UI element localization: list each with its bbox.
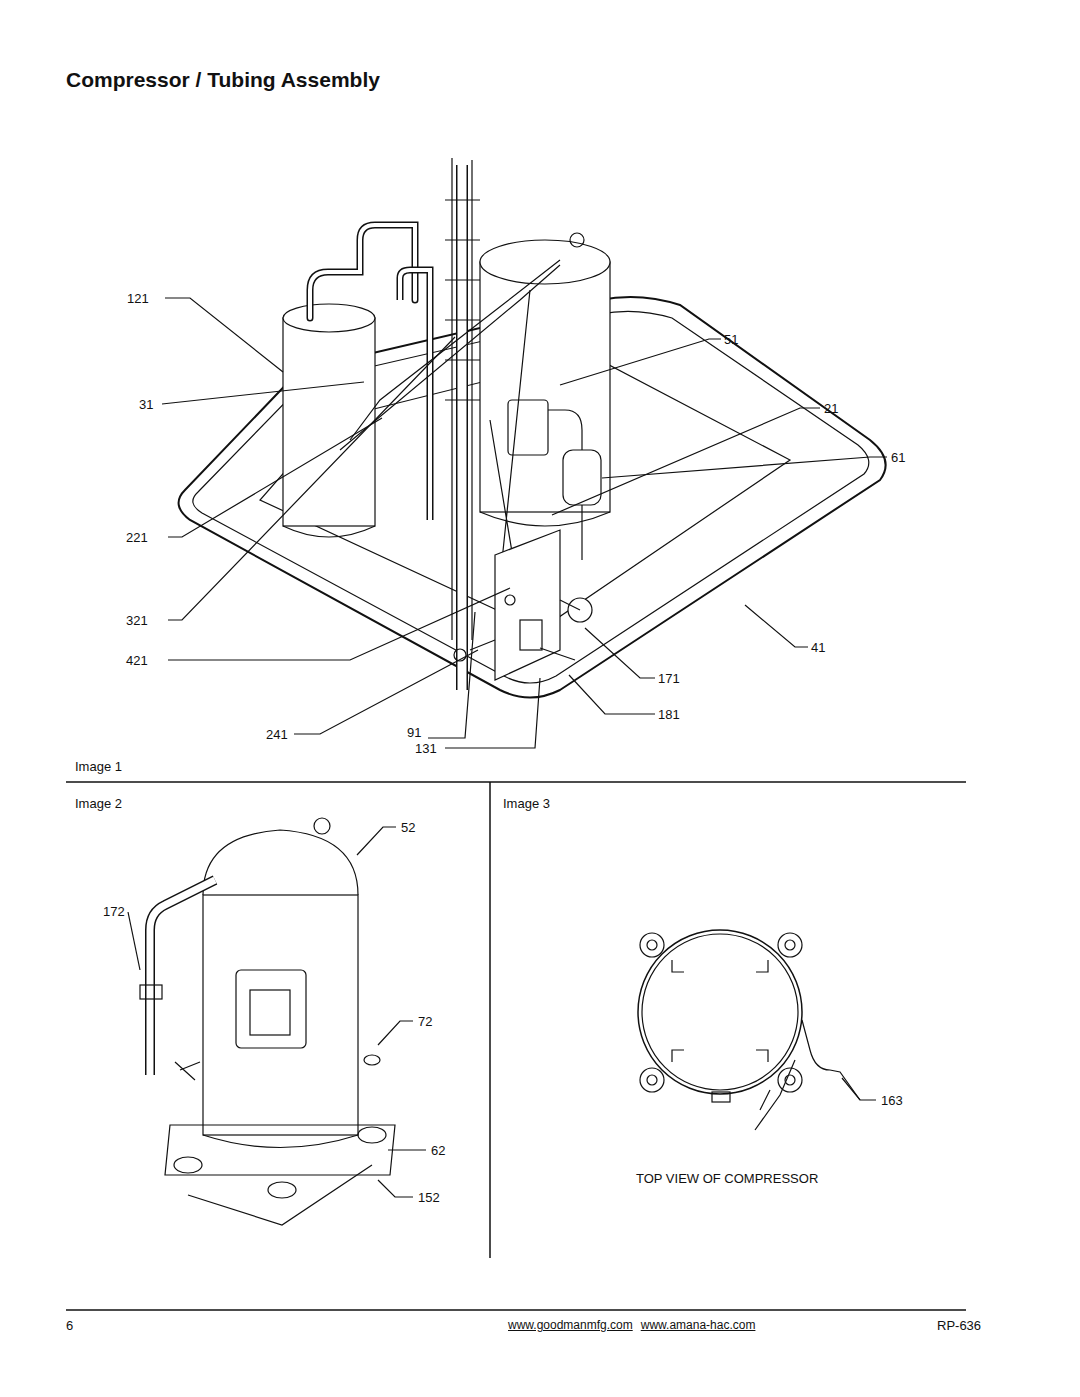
page-title: Compressor / Tubing Assembly — [66, 68, 380, 92]
view-caption: TOP VIEW OF COMPRESSOR — [636, 1171, 818, 1186]
callout-number: 21 — [824, 401, 838, 416]
callout-number: 61 — [891, 450, 905, 465]
callout-number: 51 — [724, 332, 738, 347]
callout-number: 62 — [431, 1143, 445, 1158]
callout-number: 171 — [658, 671, 680, 686]
callout-number: 131 — [415, 741, 437, 756]
callout-number: 163 — [881, 1093, 903, 1108]
image-label: Image 3 — [503, 796, 550, 811]
website-link: www.goodmanmfg.com — [508, 1318, 633, 1333]
callout-number: 321 — [126, 613, 148, 628]
image-label: Image 2 — [75, 796, 122, 811]
image-label: Image 1 — [75, 759, 122, 774]
callout-number: 421 — [126, 653, 148, 668]
callout-number: 91 — [407, 725, 421, 740]
callout-number: 31 — [139, 397, 153, 412]
callout-number: 221 — [126, 530, 148, 545]
page-number: 6 — [66, 1318, 73, 1333]
callout-number: 41 — [811, 640, 825, 655]
callout-number: 172 — [103, 904, 125, 919]
callout-number: 181 — [658, 707, 680, 722]
callout-number: 121 — [127, 291, 149, 306]
callout-number: 52 — [401, 820, 415, 835]
callout-number: 152 — [418, 1190, 440, 1205]
website-link: www.amana-hac.com — [641, 1318, 756, 1333]
document-code: RP-636 — [937, 1318, 981, 1333]
callout-number: 241 — [266, 727, 288, 742]
callout-number: 72 — [418, 1014, 432, 1029]
